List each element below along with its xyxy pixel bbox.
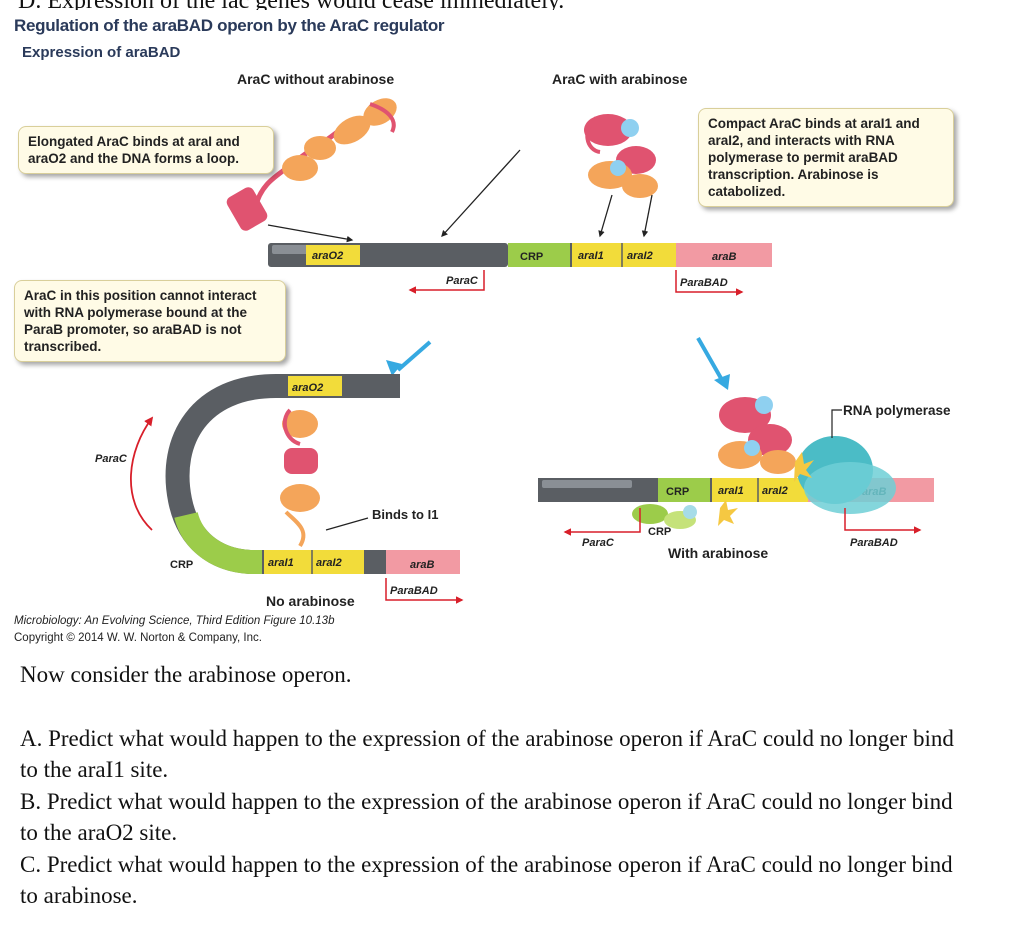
- question-b: B. Predict what would happen to the expr…: [20, 789, 953, 845]
- label-no-arabinose: No arabinose: [266, 593, 355, 609]
- arao2-label-loop: araO2: [292, 382, 323, 394]
- parac-label-top: ParaC: [446, 275, 479, 287]
- arab-segment-loop: [386, 550, 460, 574]
- callout-compact-arac: Compact AraC binds at araI1 and araI2, a…: [698, 108, 954, 207]
- parac-label-loop: ParaC: [95, 453, 128, 465]
- label-binds-to-i1: Binds to I1: [372, 507, 439, 522]
- arai1-label-right: araI1: [718, 485, 744, 497]
- parac-arrow-top: [408, 270, 485, 294]
- arai1-label-top: araI1: [578, 250, 604, 262]
- figure-credit-copyright: Copyright © 2014 W. W. Norton & Company,…: [14, 632, 262, 644]
- arai1-label-loop: araI1: [268, 557, 294, 569]
- arai2-label-right: araI2: [762, 485, 788, 497]
- question-c: C. Predict what would happen to the expr…: [20, 852, 953, 908]
- figure-subtitle: Expression of araBAD: [22, 44, 181, 61]
- parabad-arrow-top: [675, 270, 744, 296]
- blue-arrow-right: [696, 337, 724, 381]
- araO2-label-top: araO2: [312, 250, 343, 262]
- arai-segment-right: [712, 478, 808, 502]
- arao2-segment-loop: [288, 376, 342, 396]
- parac-label-right: ParaC: [582, 537, 615, 549]
- elongated-arac-protein: [226, 98, 397, 231]
- compact-arac-protein-top: [584, 114, 658, 198]
- label-with-arabinose: With arabinose: [668, 545, 769, 561]
- question-a: A. Predict what would happen to the expr…: [20, 726, 954, 782]
- arab-segment-top: [676, 243, 772, 267]
- arabad-diagram: araO2 CRP araI1 araI2 araB ParaC ParaBAD: [95, 98, 934, 604]
- top-dna-strand: araO2 CRP araI1 araI2 araB ParaC ParaBAD: [268, 243, 772, 296]
- panel-left-heading: AraC without arabinose: [237, 71, 395, 87]
- blue-arrow-left: [396, 340, 432, 372]
- panel-right-heading: AraC with arabinose: [552, 71, 688, 87]
- crp-label-top: CRP: [520, 251, 543, 263]
- crp-protein-label-right: CRP: [648, 526, 671, 538]
- arai2-label-top: araI2: [627, 250, 653, 262]
- crp-label-right: CRP: [666, 486, 689, 498]
- araO2-segment-top: [306, 245, 360, 265]
- arai-segment-top: [572, 243, 676, 267]
- looped-dna-no-arabinose: araI1 araI2 araB araO2 CRP ParaC ParaBAD: [95, 374, 464, 604]
- parabad-label-right: ParaBAD: [850, 537, 898, 549]
- dna-with-arabinose: CRP araI1 araI2 araB ParaC ParaBAD CRP: [538, 396, 934, 549]
- cut-off-top-text: D. Expression of the lac genes would cea…: [0, 0, 1024, 10]
- parabad-label-loop: ParaBAD: [390, 585, 438, 597]
- figure-credit-source: Microbiology: An Evolving Science, Third…: [14, 615, 335, 627]
- crp-label-loop: CRP: [170, 559, 193, 571]
- parabad-label-top: ParaBAD: [680, 277, 728, 289]
- arab-label-top: araB: [712, 251, 737, 263]
- figure-title: Regulation of the araBAD operon by the A…: [14, 16, 445, 35]
- callout-elongated-arac: Elongated AraC binds at araI and araO2 a…: [18, 126, 274, 174]
- crp-segment-top: [508, 243, 570, 267]
- question-intro: Now consider the arabinose operon.: [20, 662, 352, 687]
- arab-label-loop: araB: [410, 559, 435, 571]
- arai2-label-loop: araI2: [316, 557, 342, 569]
- callout-arac-position: AraC in this position cannot interact wi…: [14, 280, 286, 362]
- arai-segment-loop: [264, 550, 364, 574]
- crp-segment-right: [658, 478, 710, 502]
- label-rna-polymerase: RNA polymerase: [843, 403, 951, 418]
- crp-segment-loop: [174, 511, 262, 574]
